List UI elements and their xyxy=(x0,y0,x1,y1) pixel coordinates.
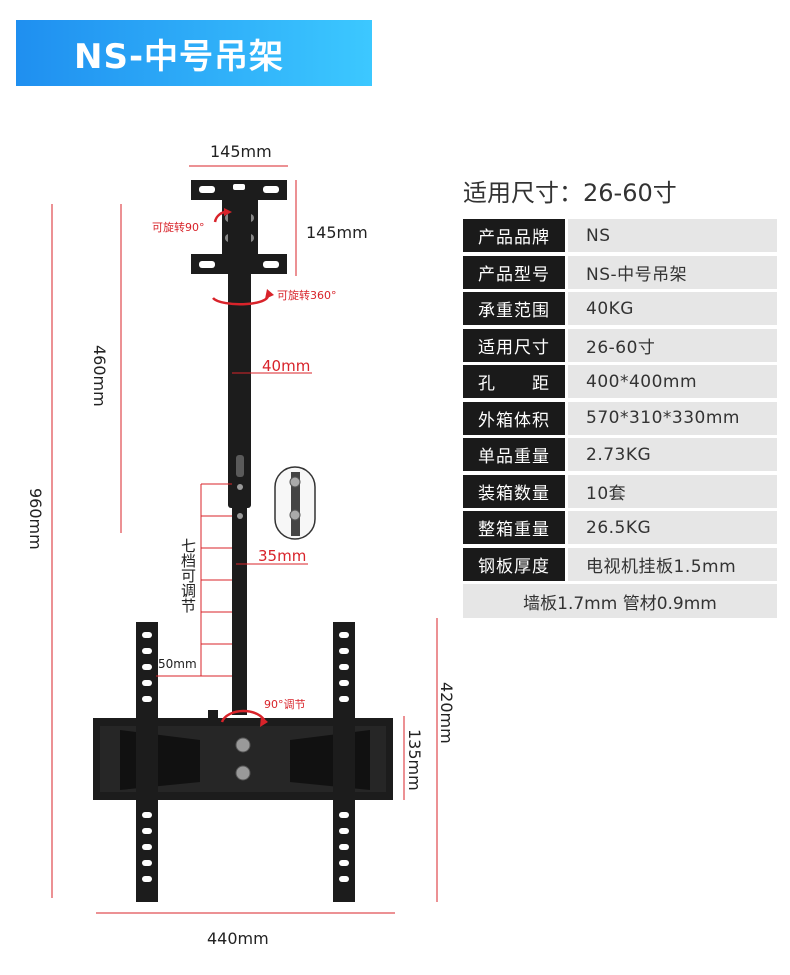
spec-row-hole-spacing: 孔 距 400*400mm xyxy=(463,365,777,398)
spec-value: 26.5KG xyxy=(568,511,777,544)
dim-top-height: 145mm xyxy=(306,223,368,242)
spec-label: 单品重量 xyxy=(463,438,565,471)
spec-value: 26-60寸 xyxy=(568,328,777,362)
spec-value: 40KG xyxy=(568,292,777,325)
spec-table: 产品品牌 NS 产品型号 NS-中号吊架 承重范围 40KG 适用尺寸 26-6… xyxy=(463,219,777,618)
spec-value: 2.73KG xyxy=(568,438,777,471)
size-title: 适用尺寸：26-60寸 xyxy=(463,179,677,207)
spec-row-unit-weight: 单品重量 2.73KG xyxy=(463,438,777,471)
spec-row-box-volume: 外箱体积 570*310*330mm xyxy=(463,401,777,435)
dim-tube-inner: 35mm xyxy=(258,547,306,565)
dim-bottom-width: 440mm xyxy=(207,929,269,948)
spec-label: 装箱数量 xyxy=(463,474,565,508)
arm-holes xyxy=(142,632,349,882)
spec-footer: 墙板1.7mm 管材0.9mm xyxy=(463,584,777,618)
spec-row-brand: 产品品牌 NS xyxy=(463,219,777,252)
spec-row-steel-thickness: 钢板厚度 电视机挂板1.5mm xyxy=(463,547,777,581)
spec-row-pack-qty: 装箱数量 10套 xyxy=(463,474,777,508)
spec-label: 产品品牌 xyxy=(463,219,565,252)
spec-label: 产品型号 xyxy=(463,255,565,289)
spec-value: 570*310*330mm xyxy=(568,401,777,435)
pin-detail-inset xyxy=(274,466,316,540)
label-tilt-90: 90°调节 xyxy=(264,698,306,711)
dim-tube-outer: 40mm xyxy=(262,357,310,375)
spec-value: 10套 xyxy=(568,474,777,508)
banner-title: NS-中号吊架 xyxy=(74,36,285,77)
label-rotate-360: 可旋转360° xyxy=(277,288,337,302)
spec-value: 电视机挂板1.5mm xyxy=(568,547,777,581)
main-pole xyxy=(228,208,251,715)
spec-row-load: 承重范围 40KG xyxy=(463,292,777,325)
spec-label: 外箱体积 xyxy=(463,401,565,435)
spec-row-box-weight: 整箱重量 26.5KG xyxy=(463,511,777,544)
dim-arm-height: 420mm xyxy=(437,682,455,744)
dim-plate-height: 135mm xyxy=(405,729,424,791)
spec-label: 适用尺寸 xyxy=(463,328,565,362)
dim-height-960: 960mm xyxy=(26,488,45,550)
spec-value: NS-中号吊架 xyxy=(568,255,777,289)
dimension-lines xyxy=(51,165,438,914)
product-diagram: 145mm 145mm 可旋转90° 可旋转360° 460mm 960mm 4… xyxy=(26,142,455,948)
spec-label: 整箱重量 xyxy=(463,511,565,544)
dim-height-460: 460mm xyxy=(90,345,109,407)
label-seven-levels: 七档可调节 xyxy=(179,538,197,613)
dim-step-50: 50mm xyxy=(158,657,197,671)
spec-row-size: 适用尺寸 26-60寸 xyxy=(463,328,777,362)
spec-label: 孔 距 xyxy=(463,365,565,398)
spec-row-model: 产品型号 NS-中号吊架 xyxy=(463,255,777,289)
dim-top-width: 145mm xyxy=(210,142,272,161)
label-rotate-90: 可旋转90° xyxy=(152,220,205,234)
vertical-arms xyxy=(136,622,355,902)
spec-value: 400*400mm xyxy=(568,365,777,398)
spec-value: NS xyxy=(568,219,777,252)
spec-label: 钢板厚度 xyxy=(463,547,565,581)
title-banner: NS-中号吊架 xyxy=(16,20,372,86)
rotation-arrowheads xyxy=(224,208,274,727)
spec-label: 承重范围 xyxy=(463,292,565,325)
